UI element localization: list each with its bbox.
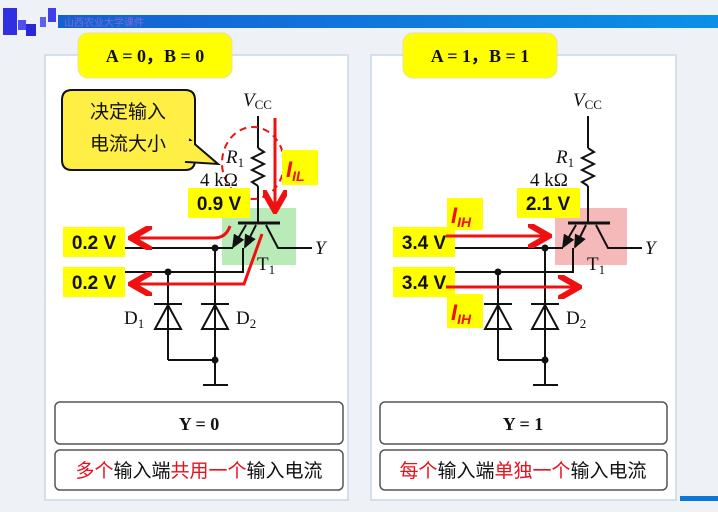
- left-condition-title: A = 0，B = 0: [106, 46, 205, 66]
- left-panel: A = 0，B = 0 决定输入 电流大小 VCC R1 4 kΩ IIL 0.…: [44, 32, 349, 501]
- current-label-iil: IIL: [286, 157, 305, 184]
- callout-bubble: 决定输入 电流大小: [61, 89, 221, 171]
- r1-value: 4 kΩ: [530, 170, 568, 191]
- current-label-iih-b: IIH: [451, 300, 472, 327]
- input-b-voltage: 0.2 V: [72, 273, 117, 294]
- current-arrow-out-b: [134, 233, 264, 284]
- header-banner: [58, 15, 718, 28]
- left-caption-box: [54, 449, 344, 491]
- left-caption: 多个输入端共用一个输入电流: [75, 460, 322, 482]
- logo-blocks: [3, 8, 56, 36]
- d2-label: D2: [566, 308, 586, 331]
- output-y-label: Y: [315, 238, 328, 259]
- left-result: Y = 0: [179, 414, 220, 434]
- input-a-voltage: 3.4 V: [402, 233, 447, 254]
- current-label-box: [282, 150, 318, 185]
- right-panel: A = 1，B = 1 VCC R1 4 kΩ 2.1 V 3.4 V 3.4 …: [370, 32, 677, 501]
- current-label-iih-a: IIH: [451, 203, 472, 230]
- input-b-voltage: 3.4 V: [402, 273, 447, 294]
- vcc-label: VCC: [243, 90, 272, 112]
- t1-label: T1: [587, 254, 605, 277]
- r1-label: R1: [225, 147, 244, 170]
- callout-line-1: 决定输入: [90, 101, 166, 123]
- base-voltage-box: [517, 188, 580, 218]
- output-y-label: Y: [645, 238, 658, 259]
- vcc-label: VCC: [573, 90, 602, 112]
- input-a-voltage-box: [393, 227, 455, 257]
- right-result: Y = 1: [503, 414, 544, 434]
- left-result-box: [54, 401, 344, 445]
- t1-label: T1: [257, 254, 275, 277]
- base-voltage: 0.9 V: [197, 194, 242, 215]
- current-label-box-b: [447, 294, 483, 328]
- right-caption: 每个输入端单独一个输入电流: [399, 460, 646, 482]
- current-arrow-out-a: [134, 225, 232, 238]
- right-condition-pill: [402, 32, 558, 79]
- base-voltage: 2.1 V: [526, 194, 571, 215]
- callout-line-2: 电流大小: [90, 133, 166, 155]
- right-result-box: [379, 401, 668, 445]
- current-label-box-a: [447, 198, 483, 230]
- input-b-voltage-box: [63, 267, 125, 297]
- r1-label: R1: [555, 147, 574, 170]
- base-voltage-box: [188, 188, 250, 218]
- r1-value: 4 kΩ: [200, 170, 238, 191]
- d1-label: D1: [124, 308, 144, 331]
- input-b-voltage-box: [393, 267, 455, 297]
- header-banner-text: 山西农业大学课件: [64, 16, 144, 29]
- footer-bar: [680, 496, 718, 501]
- right-condition-title: A = 1，B = 1: [431, 46, 530, 66]
- right-caption-box: [379, 449, 668, 491]
- d2-label: D2: [236, 308, 256, 331]
- input-a-voltage: 0.2 V: [72, 233, 117, 254]
- left-condition-pill: [77, 32, 233, 79]
- input-a-voltage-box: [63, 227, 125, 257]
